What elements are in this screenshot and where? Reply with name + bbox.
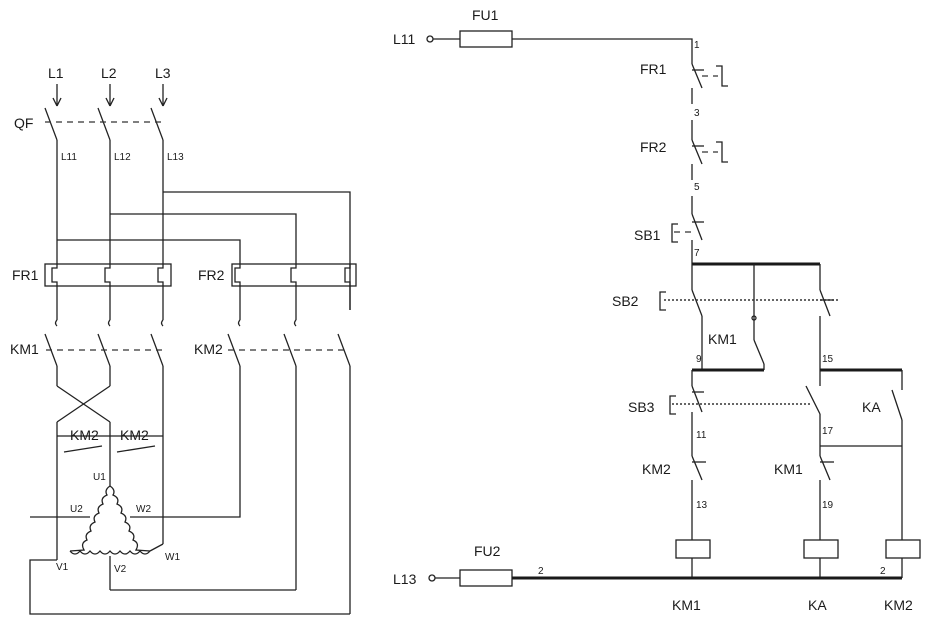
node-7: 7 [694, 248, 700, 259]
phase-label-l1: L1 [48, 65, 64, 81]
supply-label-bottom: L13 [393, 571, 417, 587]
node-9: 9 [696, 354, 702, 365]
ka-aux-contact [820, 370, 903, 540]
motor-terminal-u1: U1 [93, 472, 106, 483]
supply-terminal-top [426, 35, 434, 43]
node-2-left: 2 [538, 566, 544, 577]
fr2-nc-contact [691, 120, 728, 180]
ka-contact-label: KA [862, 399, 881, 415]
power-circuit: L1 L2 L3 QF L11 L12 L13 [10, 65, 357, 615]
supply-label-top: L11 [393, 31, 416, 47]
sb2-start-button [659, 264, 838, 370]
node-5: 5 [694, 182, 700, 193]
coil-ka [803, 539, 839, 578]
line-label-l12: L12 [114, 152, 131, 163]
phase-label-l3: L3 [155, 65, 171, 81]
breaker-qf [44, 107, 164, 264]
line-label-l13: L13 [167, 152, 184, 163]
km2-nc-interlock [691, 428, 706, 540]
km1-power-label: KM1 [10, 341, 39, 357]
sb3-label: SB3 [628, 399, 655, 415]
coil-label-km2: KM2 [884, 597, 913, 613]
control-circuit: L11 FU1 1 FR1 3 FR2 5 [393, 7, 921, 613]
fr1-nc-contact [691, 50, 728, 104]
km2-star-label-left: KM2 [70, 427, 99, 443]
motor-terminal-v1: V1 [56, 562, 69, 573]
breaker-label-qf: QF [14, 115, 33, 131]
motor-terminal-w1: W1 [165, 552, 180, 563]
fr1-power-relay [44, 263, 172, 320]
sb1-stop-button [671, 196, 704, 264]
sb2-label: SB2 [612, 293, 639, 309]
node-13: 13 [696, 500, 708, 511]
km2-power-label: KM2 [194, 341, 223, 357]
node-1: 1 [694, 40, 700, 51]
power-cross-wiring [57, 191, 351, 310]
km1-aux-contact [692, 318, 765, 372]
fr2-contact-label: FR2 [640, 139, 667, 155]
motor-terminal-w2: W2 [136, 504, 151, 515]
node-11: 11 [696, 430, 707, 441]
km2-main-contacts [227, 319, 351, 614]
coil-label-km1: KM1 [672, 597, 701, 613]
fu1-fuse [433, 30, 693, 50]
sb3-button [669, 370, 821, 430]
fr1-contact-label: FR1 [640, 61, 667, 77]
fr2-power-label: FR2 [198, 267, 225, 283]
km1-aux-label: KM1 [708, 331, 737, 347]
motor-terminal-u2: U2 [70, 504, 83, 515]
km1-nc-interlock [819, 430, 834, 540]
supply-terminal-bottom [428, 574, 436, 582]
km1-interlock-label: KM1 [774, 461, 803, 477]
motor-delta-winding [29, 460, 350, 615]
line-label-l11: L11 [61, 152, 77, 163]
coil-label-ka: KA [808, 597, 827, 613]
phase-label-l2: L2 [101, 65, 117, 81]
fr2-power-relay [231, 263, 357, 320]
fu2-fuse [435, 569, 902, 587]
fu2-label: FU2 [474, 543, 501, 559]
fr1-power-label: FR1 [12, 267, 39, 283]
coil-km1 [675, 539, 711, 578]
node-2-right: 2 [880, 566, 886, 577]
star-crossover [56, 366, 164, 560]
node-19: 19 [822, 500, 834, 511]
km2-star-label-right: KM2 [120, 427, 149, 443]
km2-star-contacts [63, 445, 156, 453]
km1-main-contacts [44, 319, 164, 367]
node-15: 15 [822, 354, 834, 365]
sb1-label: SB1 [634, 227, 661, 243]
km2-interlock-label: KM2 [642, 461, 671, 477]
coil-km2 [885, 539, 921, 578]
phase-input-arrows [52, 84, 168, 107]
fu1-label: FU1 [472, 7, 499, 23]
node-3: 3 [694, 108, 700, 119]
motor-terminal-v2: V2 [114, 564, 127, 575]
node-17: 17 [822, 426, 834, 437]
